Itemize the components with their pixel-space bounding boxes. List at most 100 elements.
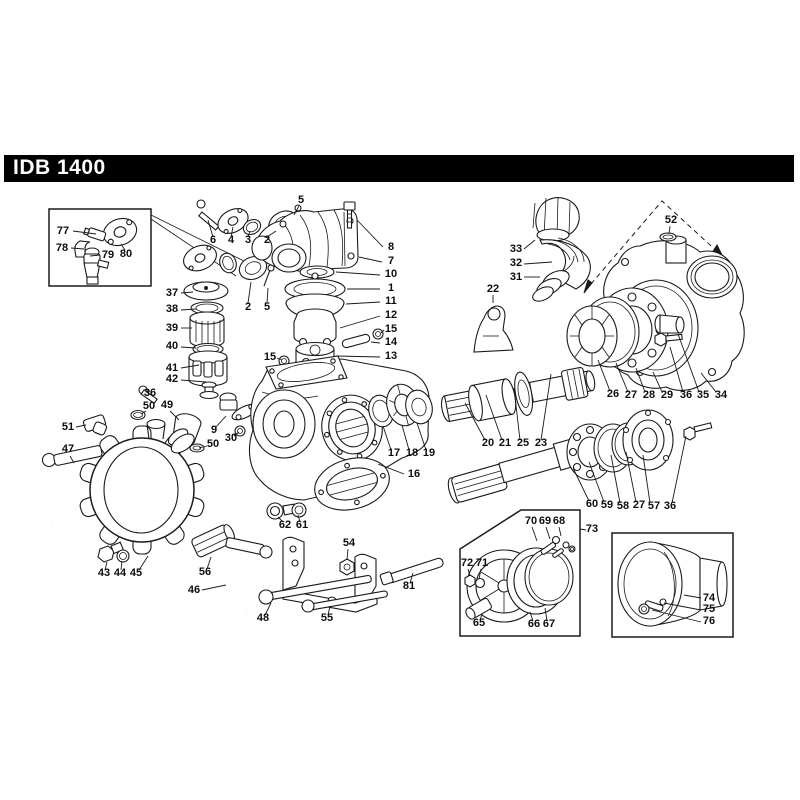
leader-36-71 [671,435,687,504]
leader-32-63 [523,261,553,265]
flange-4 [217,207,249,235]
inset-box-head [459,509,581,637]
callout-19-49: 19 [423,447,435,459]
callout-61-44: 61 [296,519,308,531]
drain-bolt-62 [266,502,297,520]
leader-41-25 [180,364,200,369]
leader-38-22 [180,308,197,311]
callout-38-22: 38 [166,303,178,315]
callout-50-28: 50 [143,400,155,412]
callout-55-41: 55 [321,612,333,624]
leader-19-49 [416,422,427,451]
leader-67-80 [544,607,548,622]
callout-46-39: 46 [188,584,200,596]
callout-17-47: 17 [388,447,400,459]
callout-54-42: 54 [343,537,356,549]
callout-28-57: 28 [643,389,655,401]
leader-50-32 [198,445,208,449]
washer-71 [474,577,486,589]
leader-20-51 [464,402,486,441]
leader-42-26 [180,379,207,383]
chamber-body-12 [293,308,337,347]
nut-30 [234,425,246,437]
o-ring-50a [130,409,146,421]
leader-59-67 [588,461,605,503]
bearing-26 [566,305,618,367]
leader-3-6 [247,230,251,238]
leader-75-82 [663,602,702,611]
leader-6-4 [207,219,214,238]
title-bar: IDB 1400 [4,155,794,182]
callout-25-53: 25 [517,437,529,449]
callout-9-30: 9 [211,424,217,436]
leader-50-28 [140,410,147,415]
callout-50-32: 50 [207,438,219,450]
leader-46-39 [201,584,227,591]
leader-8-11 [356,219,384,248]
callout-14-18: 14 [385,336,398,348]
port-65 [465,597,492,620]
callout-68-74: 68 [553,515,565,527]
leader-27-56 [615,362,629,393]
leader-33-62 [523,239,536,250]
bottom-flange [314,457,390,511]
leader-5-8 [293,205,300,216]
leader-58-68 [610,454,621,504]
callout-16-46: 16 [408,468,420,480]
callout-11-15: 11 [385,295,397,307]
callout-67-80: 67 [543,618,555,630]
leader-78-1 [70,247,85,250]
callout-80-3: 80 [120,248,132,260]
leader-71-77 [478,568,482,580]
nut-15-right [372,328,384,340]
callout-49-29: 49 [161,399,173,411]
callout-33-62: 33 [510,243,522,255]
hose-elbow-assembly [532,196,591,302]
left-boss [252,389,316,459]
callout-34-61: 34 [715,389,728,401]
callout-27-56: 27 [625,389,637,401]
flange-2b-set [183,244,275,287]
o-ring-50b [189,443,205,453]
leader-29-58 [652,371,663,393]
leader-60-66 [572,467,590,502]
leader-13-19 [335,355,381,358]
inset-box-fittings [48,208,247,287]
hex-coupler-56 [191,524,236,558]
valve-42 [199,381,219,400]
callout-78-1: 78 [56,242,68,254]
leader-14-18 [370,341,381,344]
callout-30-31: 30 [225,432,237,444]
callout-59-67: 59 [601,499,613,511]
leader-21-52 [485,394,503,441]
bracket-55 [282,536,378,613]
callout-36-71: 36 [664,500,676,512]
leader-66-79 [529,611,534,622]
callout-48-40: 48 [257,612,269,624]
main-shaft-assembly [440,305,596,423]
leader-4-5 [230,226,234,238]
callout-60-66: 60 [586,498,598,510]
leader-81-45 [409,572,414,584]
leader-55-41 [327,605,331,616]
callout-45-37: 45 [130,567,142,579]
leader-18-48 [401,424,410,451]
callout-56-38: 56 [199,566,211,578]
callout-4-5: 4 [228,234,235,246]
callout-3-6: 3 [245,234,251,246]
screw-75-76 [638,598,667,615]
leader-47-34 [69,455,75,464]
callout-41-25: 41 [166,362,178,374]
cap-37 [183,281,229,301]
leader-11-15 [345,301,381,305]
pins-48 [258,574,388,613]
spacer-35 [654,314,685,334]
lever-47 [34,445,103,528]
nipple-77 [83,227,107,242]
manifold-7 [251,208,359,273]
callout-62-43: 62 [279,519,291,531]
wheel-side-port [167,428,195,454]
leader-28-57 [635,367,646,393]
